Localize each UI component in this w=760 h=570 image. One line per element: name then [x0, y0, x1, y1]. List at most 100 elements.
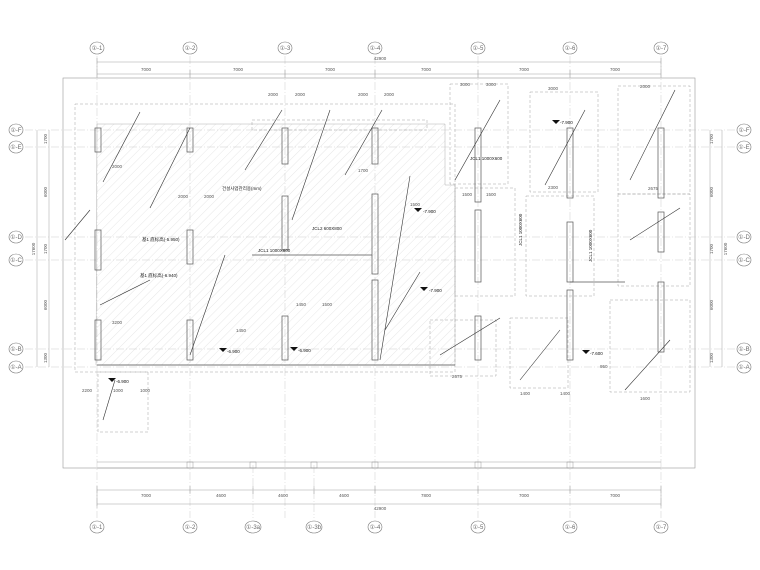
axis-bubble: ①-6: [562, 520, 578, 534]
svg-text:-7.600: -7.600: [590, 351, 603, 356]
inner-dim: 2675: [648, 186, 659, 191]
inner-dim: 2000: [295, 92, 306, 97]
inner-dim: 1500: [486, 192, 497, 197]
axis-bubble: ①-1: [89, 520, 105, 534]
svg-text:①-F: ①-F: [738, 127, 749, 134]
diagonal-marks: [64, 89, 681, 421]
axis-bubble: ①-3b: [305, 520, 323, 534]
top-span-dim: 7000: [141, 67, 152, 72]
top-span-dim: 7000: [519, 67, 530, 72]
svg-text:①-1: ①-1: [92, 45, 103, 52]
inner-dim: 1400: [520, 391, 531, 396]
svg-text:①-3b: ①-3b: [307, 524, 322, 531]
svg-text:①-6: ①-6: [565, 45, 576, 52]
left-span-dim: 1700: [43, 243, 48, 254]
inner-dim: 2300: [548, 185, 559, 190]
elevation-mark: -7.600: [582, 350, 603, 356]
svg-text:①-D: ①-D: [738, 234, 750, 241]
axis-bubble: ①-5: [470, 41, 486, 55]
axis-bubble: ①-E: [8, 140, 24, 154]
left-span-dim: 1700: [43, 133, 48, 144]
inner-dim: 2000: [178, 194, 189, 199]
axis-bubble: ①-D: [8, 230, 24, 244]
top-span-dim: 7000: [325, 67, 336, 72]
inner-dim: 2000: [204, 194, 215, 199]
beam-label: JCL2 600X800: [312, 226, 342, 231]
bottom-axis-bubbles: ①-1 ①-2 ①-3a ①-3b ①-4 ①-5 ①-6 ①-7: [89, 520, 669, 534]
svg-text:①-D: ①-D: [10, 234, 22, 241]
inner-dim: 1700: [358, 168, 369, 173]
elevation-mark: -6.900: [108, 378, 129, 384]
bottom-span-dim: 4600: [339, 493, 350, 498]
axis-bubble: ①-D: [736, 230, 752, 244]
slab-hatch-region: [95, 123, 456, 366]
left-axis-bubbles: ①-F ①-E ①-D ①-C ①-B ①-A: [8, 123, 24, 374]
bottom-span-dim: 7000: [610, 493, 621, 498]
left-dimension-chain: 1700 6000 1700 6000 1300 17600: [31, 130, 50, 367]
inner-dim: 1000: [113, 388, 124, 393]
axis-bubble: ①-2: [182, 520, 198, 534]
axis-bubble: ①-B: [736, 342, 752, 356]
inner-dim: 2000: [268, 92, 279, 97]
inner-dim: 2000: [358, 92, 369, 97]
bottom-span-dim: 7000: [519, 493, 530, 498]
svg-text:①-1: ①-1: [92, 524, 103, 531]
beam-label: JCL1 1000X600: [518, 213, 523, 246]
lower-column-strip: [97, 461, 661, 469]
inner-dim: 2000: [640, 84, 651, 89]
right-span-dim: 1300: [709, 352, 714, 363]
right-span-dim: 1700: [709, 133, 714, 144]
svg-text:-7.900: -7.900: [423, 209, 436, 214]
axis-bubble: ①-4: [367, 41, 383, 55]
svg-text:①-C: ①-C: [10, 257, 22, 264]
elevation-mark: -6.900: [290, 347, 311, 353]
svg-text:①-B: ①-B: [738, 346, 749, 353]
left-total-dim: 17600: [31, 242, 36, 255]
top-span-dim: 7000: [233, 67, 244, 72]
axis-bubble: ①-1: [89, 41, 105, 55]
axis-bubble: ①-B: [8, 342, 24, 356]
svg-text:①-2: ①-2: [185, 524, 196, 531]
note-text: 건설사업관리용(mm): [222, 185, 262, 192]
inner-dim: 2000: [112, 164, 123, 169]
top-span-dim: 7000: [421, 67, 432, 72]
right-dimension-chain: 1700 6000 1700 6000 1300 17600: [709, 130, 728, 367]
svg-text:①-C: ①-C: [738, 257, 750, 264]
axis-bubble: ①-3: [277, 41, 293, 55]
top-axis-bubbles: ①-1 ①-2 ①-3 ①-4 ①-5 ①-6 ①-7: [89, 41, 669, 55]
inner-dim: 1450: [296, 302, 307, 307]
axis-bubble: ①-5: [470, 520, 486, 534]
note-text: 基1 底标高(-5.950): [142, 236, 180, 243]
wall-outlines: [94, 127, 665, 366]
inner-dim: 3000: [460, 82, 471, 87]
svg-text:-6.900: -6.900: [116, 379, 129, 384]
inner-dim: 1500: [410, 202, 421, 207]
bottom-span-dim: 4600: [278, 493, 289, 498]
inner-dim: 3000: [486, 82, 497, 87]
bottom-span-dim: 4600: [216, 493, 227, 498]
axis-bubble: ①-F: [736, 123, 752, 137]
svg-text:①-6: ①-6: [565, 524, 576, 531]
inner-dim: 3000: [548, 86, 559, 91]
right-span-dim: 1700: [709, 243, 714, 254]
beam-label: JCL1 1000X600: [470, 156, 503, 161]
bottom-total-dim: 42900: [374, 506, 387, 511]
svg-text:①-E: ①-E: [10, 144, 21, 151]
svg-text:-7.900: -7.900: [560, 120, 573, 125]
inner-dim: 1000: [140, 388, 151, 393]
axis-bubble: ①-7: [653, 520, 669, 534]
svg-text:①-4: ①-4: [370, 524, 381, 531]
inner-dim: 2675: [452, 374, 463, 379]
left-span-dim: 6000: [43, 299, 48, 310]
axis-bubble: ①-6: [562, 41, 578, 55]
axis-bubble: ①-4: [367, 520, 383, 534]
bottom-dimension-chain: 7000 4600 4600 4600 7800 7000 7000 42900: [96, 486, 662, 511]
inner-dim: 3200: [112, 320, 123, 325]
beam-label: JCL1 1000X600: [588, 229, 593, 262]
note-text: 基1 底标高(-6.940): [140, 272, 178, 279]
svg-text:①-F: ①-F: [10, 127, 21, 134]
inner-dim: 1500: [322, 302, 333, 307]
elevation-mark: -7.900: [420, 287, 442, 293]
svg-text:①-5: ①-5: [473, 524, 484, 531]
